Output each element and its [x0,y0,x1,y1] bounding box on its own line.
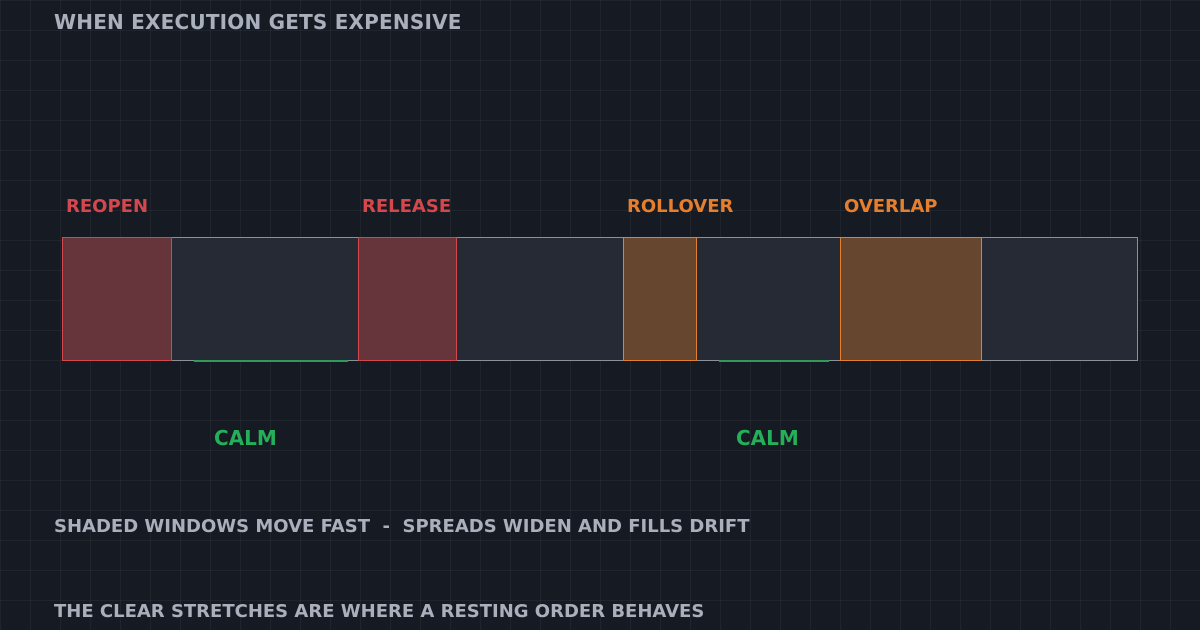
note-shaded-windows: SHADED WINDOWS MOVE FAST - SPREADS WIDEN… [54,516,750,537]
window-label-release: RELEASE [362,196,452,217]
window-label-reopen: REOPEN [66,196,149,217]
window-block-overlap [840,236,982,361]
calm-underline-1 [194,360,348,362]
calm-label-1: CALM [214,426,277,450]
window-label-overlap: OVERLAP [844,196,938,217]
window-block-reopen [61,236,172,361]
diagram-title: WHEN EXECUTION GETS EXPENSIVE [54,10,462,34]
calm-label-2: CALM [736,426,799,450]
window-block-rollover [623,236,697,361]
window-label-rollover: ROLLOVER [627,196,734,217]
window-block-release [358,236,457,361]
session-timeline [61,236,1138,361]
calm-underline-2 [719,360,829,362]
note-clear-stretches: THE CLEAR STRETCHES ARE WHERE A RESTING … [54,601,705,622]
